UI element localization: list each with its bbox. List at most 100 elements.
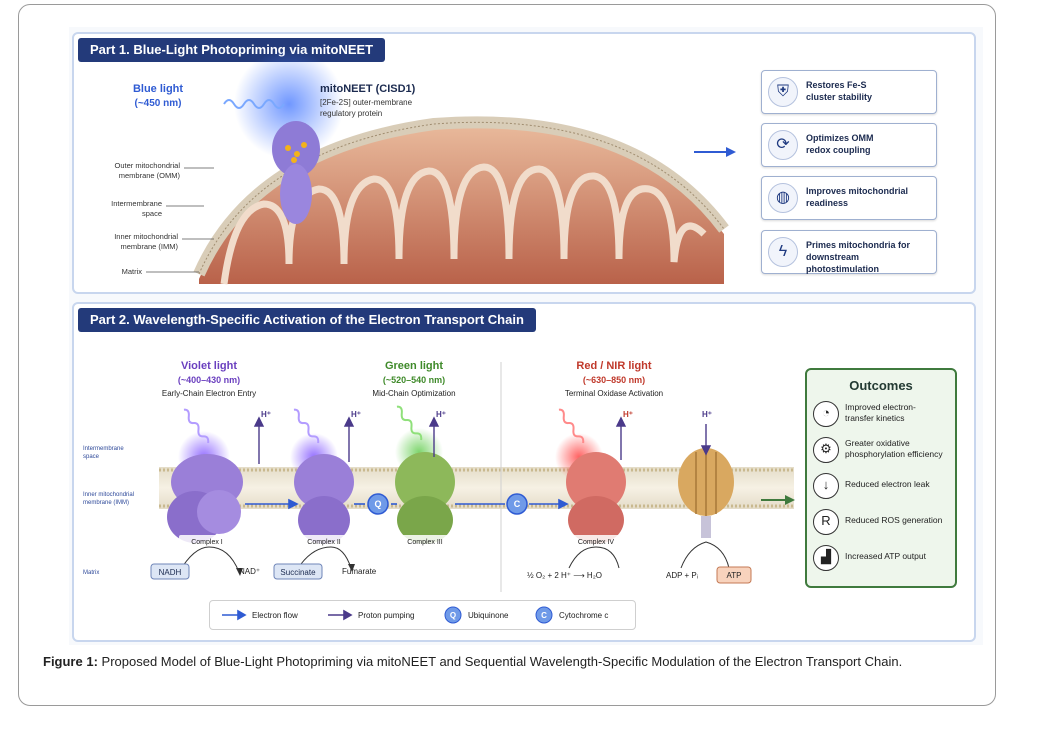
complex-ii-label: Complex II	[307, 539, 341, 546]
red-light-wavelength: (~630–850 nm)	[583, 375, 645, 385]
nad-label: NAD⁺	[239, 567, 260, 576]
red-light-wave	[558, 408, 585, 444]
figure-caption: Figure 1: Proposed Model of Blue-Light P…	[43, 653, 973, 670]
violet-light-label: Violet light	[181, 360, 237, 372]
atp-box	[716, 566, 752, 584]
mitoneet-protein	[272, 121, 320, 224]
atp-label: ATP	[727, 571, 742, 580]
outcome-ros: R Reduced ROS generation	[813, 506, 951, 538]
ubiquinone-legend-icon	[444, 606, 462, 624]
oxygen-reaction: ½ O₂ + 2 H⁺ ⟶ H₂O	[527, 571, 602, 580]
complex-ii	[294, 454, 354, 544]
red-light-label: Red / NIR light	[576, 360, 652, 372]
cytochrome-legend-icon	[535, 606, 553, 624]
svg-text:Q: Q	[450, 611, 456, 620]
cycle-icon: ⟳	[768, 130, 798, 160]
outer-membrane-lipids	[198, 121, 725, 275]
green-light-wavelength: (~520–540 nm)	[383, 375, 445, 385]
part1-panel: Part 1. Blue-Light Photopriming via mito…	[72, 32, 976, 294]
ros-icon: R	[813, 509, 839, 535]
mitoneet-name: mitoNEET (CISD1)	[320, 83, 416, 95]
svg-text:C: C	[541, 611, 547, 620]
cytochrome-c-carrier	[506, 493, 528, 515]
inner-membrane-cristae	[220, 163, 707, 285]
legend-electron-flow: Electron flow	[252, 611, 298, 620]
succinate-label: Succinate	[280, 568, 316, 577]
p2-imm-label-1: Inner mitochondrial	[83, 492, 134, 498]
h-plus-1: H⁺	[261, 410, 271, 419]
mitoneet-desc-1: [2Fe-2S] outer-membrane	[320, 98, 413, 107]
diagram-legend: Electron flow Proton pumping Q Ubiquinon…	[209, 600, 636, 630]
complex-iii-label: Complex III	[407, 539, 442, 546]
mitochondrion-body	[199, 127, 724, 284]
h-plus-3: H⁺	[436, 410, 446, 419]
complex-iii	[395, 452, 455, 544]
lightning-icon: ϟ	[768, 237, 798, 267]
down-arrow-icon: ↓	[813, 473, 839, 499]
p2-matrix-label: Matrix	[83, 570, 99, 576]
red-light-desc: Terminal Oxidase Activation	[565, 389, 663, 398]
complex-iv-label: Complex IV	[578, 539, 615, 546]
electron-flow-legend-icon	[222, 609, 247, 621]
nadh-box	[150, 563, 190, 580]
outcomes-title: Outcomes	[849, 378, 913, 393]
atp-synthase	[678, 448, 734, 538]
h-plus-5: H⁺	[702, 410, 712, 419]
violet-light-wave-2	[293, 408, 320, 444]
part1-diagram: Blue light (~450 nm) mitoNEET (CISD1) [2…	[111, 49, 736, 285]
mitochondrion-icon: ◍	[768, 183, 798, 213]
fumarate-label: Fumarate	[342, 567, 377, 576]
h-plus-4: H⁺	[623, 410, 633, 419]
ubiquinone-carrier	[367, 493, 389, 515]
figure-image: Part 1. Blue-Light Photopriming via mito…	[69, 27, 983, 645]
part2-diagram: Intermembrane space Inner mitochondrial …	[83, 360, 795, 592]
part2-title: Part 2. Wavelength-Specific Activation o…	[78, 308, 536, 332]
violet-light-desc: Early-Chain Electron Entry	[162, 389, 256, 398]
blue-light-glow	[234, 49, 344, 159]
p2-imm-label-2: membrane (IMM)	[83, 500, 129, 506]
caption-text: Proposed Model of Blue-Light Photoprimin…	[97, 654, 903, 669]
imm-label-1: Inner mitochondrial	[114, 232, 178, 241]
ubiquinone-letter: Q	[374, 499, 381, 509]
blue-light-wavelength: (~450 nm)	[135, 98, 182, 109]
h-plus-2: H⁺	[351, 410, 361, 419]
legend-ubiquinone: Ubiquinone	[468, 611, 509, 620]
outcomes-box: Outcomes ◔ Improved electron-transfer ki…	[805, 368, 957, 588]
outcome-atp: ▟ Increased ATP output	[813, 542, 951, 574]
matrix-label: Matrix	[122, 267, 143, 276]
complex-iv	[566, 452, 626, 544]
caption-label: Figure 1:	[43, 654, 98, 669]
shield-icon: ⛨	[768, 77, 798, 107]
complex-i-label: Complex I	[191, 539, 223, 546]
green-light-label: Green light	[385, 360, 443, 372]
gears-icon: ⚙	[813, 437, 839, 463]
green-light-wave	[396, 405, 423, 441]
gauge-icon: ◔	[813, 401, 839, 427]
p2-ims-label-1: Intermembrane	[83, 446, 124, 452]
violet-light-wave-1	[183, 408, 210, 444]
omm-label-2: membrane (OMM)	[119, 171, 181, 180]
imm-label-2: membrane (IMM)	[120, 242, 178, 251]
adp-label: ADP + Pᵢ	[666, 571, 698, 580]
ims-label-2: space	[142, 209, 162, 218]
p2-ims-label-2: space	[83, 454, 100, 460]
blue-light-label: Blue light	[133, 83, 183, 95]
outcome-electron-leak: ↓ Reduced electron leak	[813, 470, 951, 502]
violet-light-wavelength: (~400–430 nm)	[178, 375, 240, 385]
green-light-desc: Mid-Chain Optimization	[372, 389, 455, 398]
legend-cytochrome: Cytochrome c	[559, 611, 608, 620]
complex-i	[167, 454, 243, 543]
bar-growth-icon: ▟	[813, 545, 839, 571]
legend-proton-pumping: Proton pumping	[358, 611, 414, 620]
blue-light-wave	[223, 99, 285, 109]
proton-pumping-legend-icon	[328, 609, 353, 621]
cytochrome-c-letter: C	[514, 499, 521, 509]
figure-frame: Part 1. Blue-Light Photopriming via mito…	[18, 4, 996, 706]
ims-label-1: Intermembrane	[111, 199, 162, 208]
omm-label-1: Outer mitochondrial	[115, 161, 181, 170]
